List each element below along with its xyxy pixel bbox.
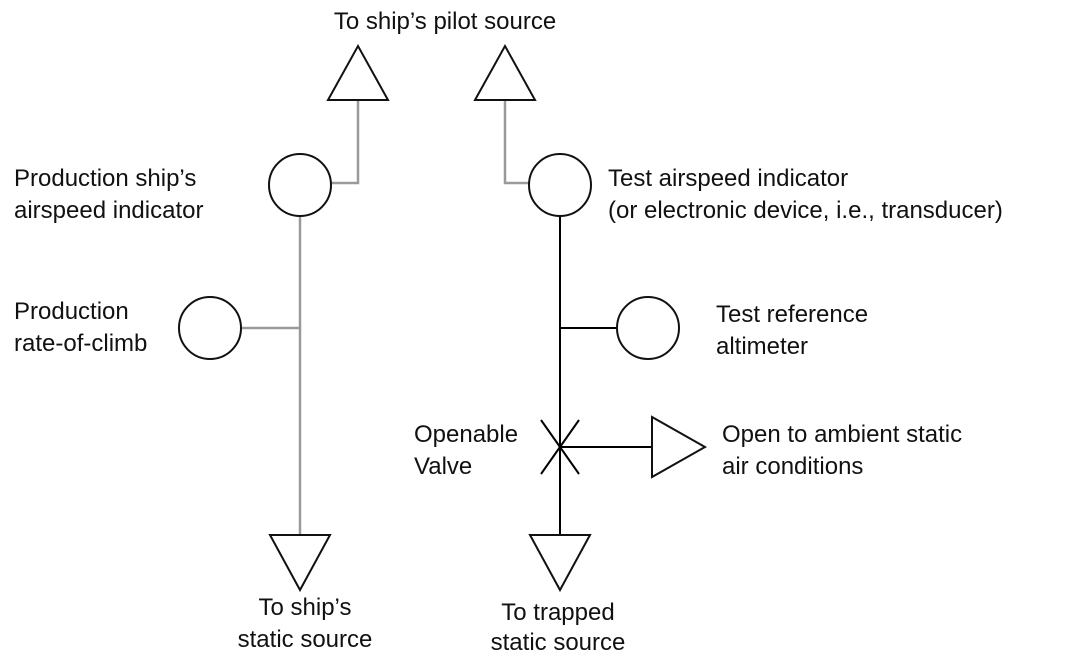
valve-label: Openable Valve (414, 421, 518, 480)
production-pitot-line (330, 100, 360, 185)
test-pitot-line (503, 100, 530, 185)
production-roc-label: Production rate-of-climb (14, 298, 147, 357)
ship-static-label: To ship’s static source (238, 594, 373, 653)
ambient-vent-port-icon (651, 415, 708, 479)
test-airspeed-indicator-icon (528, 153, 592, 217)
svg-text:Openable: Openable (414, 421, 518, 448)
pilot-source-label: To ship’s pilot source (334, 8, 556, 35)
svg-text:static source: static source (238, 626, 373, 653)
svg-text:static source: static source (491, 629, 626, 656)
svg-text:Test reference: Test reference (716, 301, 868, 328)
trapped-static-label: To trapped static source (491, 599, 626, 656)
svg-text:To trapped: To trapped (501, 599, 614, 626)
test-lines (503, 100, 652, 535)
svg-text:Valve: Valve (414, 453, 472, 480)
svg-text:altimeter: altimeter (716, 333, 808, 360)
production-lines (240, 100, 360, 535)
svg-text:Test airspeed indicator: Test airspeed indicator (608, 165, 848, 192)
test-pitot-port-icon (473, 43, 537, 101)
openable-valve-icon (540, 418, 580, 476)
trapped-static-port-icon (528, 534, 592, 593)
ambient-label: Open to ambient static air conditions (722, 421, 962, 480)
production-pitot-port-icon (326, 43, 390, 101)
production-airspeed-label: Production ship’s airspeed indicator (14, 165, 203, 224)
test-reference-altimeter-icon (616, 296, 680, 360)
test-altimeter-label: Test reference altimeter (716, 301, 868, 360)
svg-text:airspeed indicator: airspeed indicator (14, 197, 203, 224)
test-airspeed-label: Test airspeed indicator (or electronic d… (608, 165, 1003, 224)
svg-text:air conditions: air conditions (722, 453, 863, 480)
svg-text:rate-of-climb: rate-of-climb (14, 330, 147, 357)
ship-static-port-icon (268, 534, 332, 593)
svg-text:To ship’s: To ship’s (259, 594, 352, 621)
production-rate-of-climb-icon (178, 296, 242, 360)
svg-text:(or electronic device, i.e., t: (or electronic device, i.e., transducer) (608, 197, 1003, 224)
production-airspeed-indicator-icon (268, 153, 332, 217)
svg-text:Production: Production (14, 298, 129, 325)
svg-text:Production ship’s: Production ship’s (14, 165, 196, 192)
svg-text:Open to ambient static: Open to ambient static (722, 421, 962, 448)
